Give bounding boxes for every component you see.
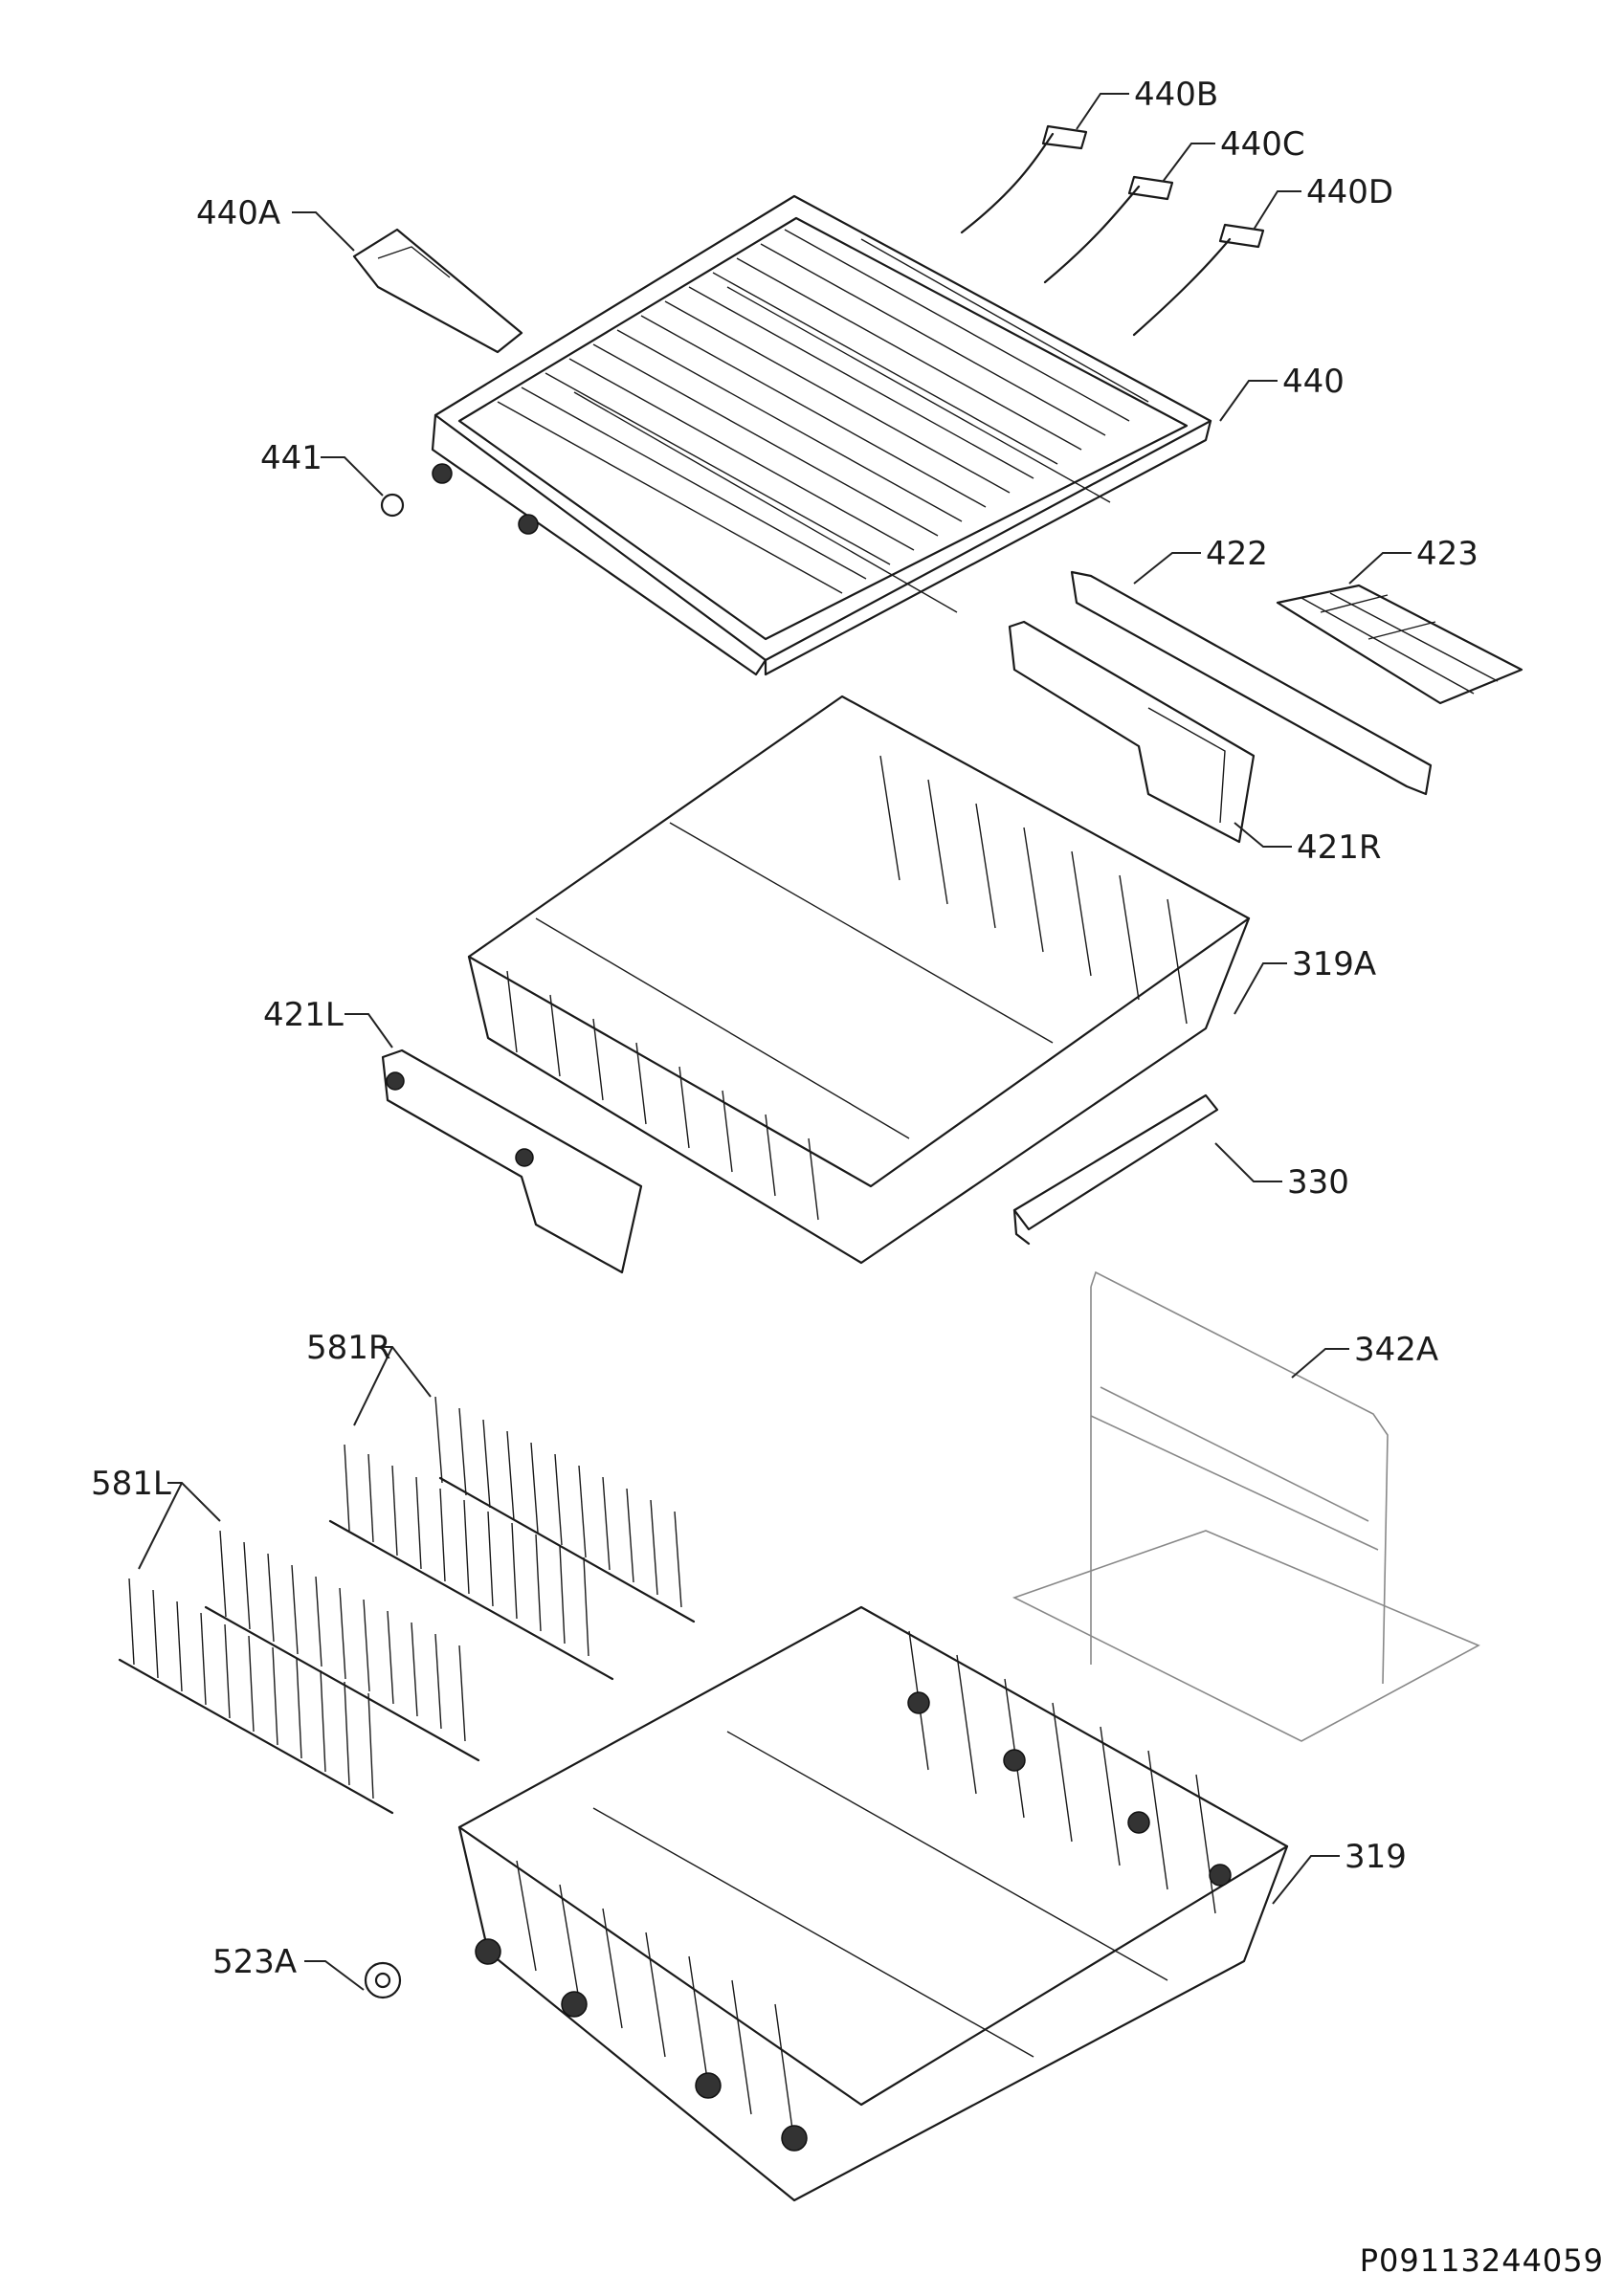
label-441: 441: [260, 439, 322, 477]
part-labels: 440B 440C 440D 440A 440 441 422 423 421R…: [91, 76, 1478, 1981]
label-330: 330: [1287, 1163, 1349, 1202]
wheel-441: [380, 493, 405, 518]
wire-clip-440D: [1132, 223, 1265, 337]
label-581L: 581L: [91, 1465, 171, 1503]
wire-clip-440C: [1043, 175, 1174, 284]
insert-423: [1276, 584, 1523, 705]
spike-rack-581R: [328, 1396, 696, 1681]
label-342A: 342A: [1354, 1331, 1438, 1369]
label-440D: 440D: [1306, 173, 1393, 211]
fold-rack-342A: [1012, 1270, 1480, 1742]
label-319A: 319A: [1292, 945, 1376, 983]
label-440B: 440B: [1134, 76, 1218, 114]
cutlery-tray-440: [431, 194, 1212, 676]
wheel-523A: [364, 1961, 402, 1999]
lower-basket-319: [457, 1605, 1289, 2202]
label-440: 440: [1282, 363, 1345, 401]
wire-clip-440B: [960, 124, 1088, 234]
spike-rack-581L: [118, 1530, 480, 1815]
label-319: 319: [1345, 1838, 1407, 1876]
adjuster-421L: [381, 1049, 643, 1274]
strip-330: [1012, 1093, 1219, 1246]
label-440A: 440A: [196, 194, 280, 232]
tray-clip-440A: [352, 228, 523, 354]
label-423: 423: [1416, 535, 1478, 573]
adjuster-421R: [1008, 620, 1256, 844]
upper-basket-319A: [467, 695, 1251, 1265]
label-422: 422: [1206, 535, 1268, 573]
label-421L: 421L: [263, 996, 344, 1034]
leader-lines: [138, 93, 1412, 1991]
label-421R: 421R: [1297, 828, 1382, 867]
document-number: P09113244059: [1359, 2242, 1604, 2279]
label-523A: 523A: [212, 1943, 297, 1981]
label-581R: 581R: [306, 1329, 391, 1367]
rail-422: [1070, 570, 1433, 796]
label-440C: 440C: [1220, 125, 1305, 164]
